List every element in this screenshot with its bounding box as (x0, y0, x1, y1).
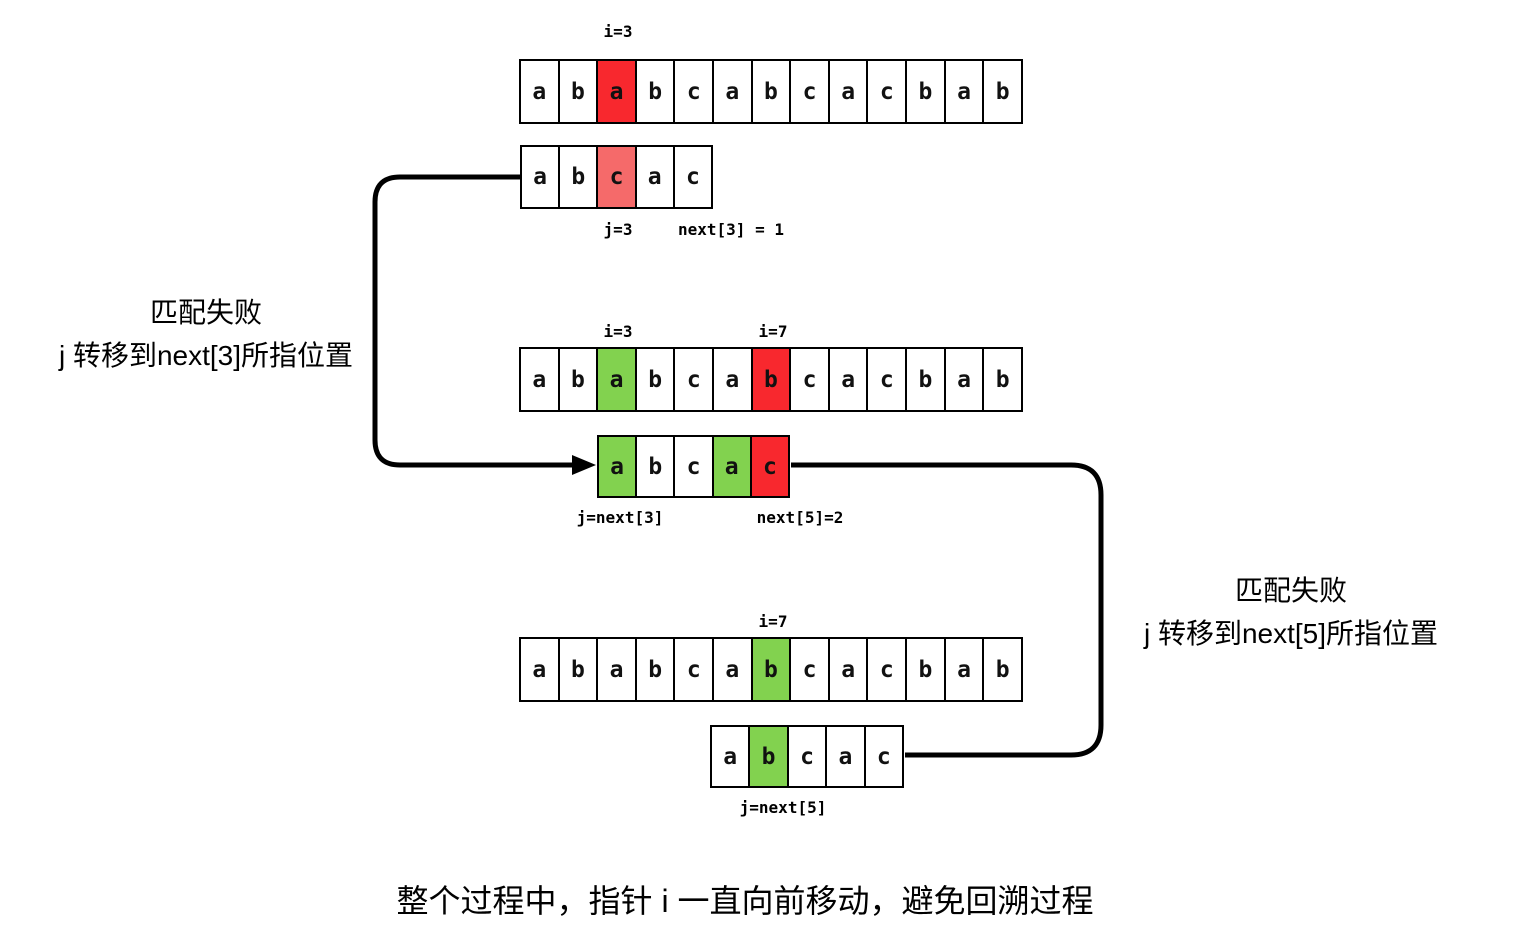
mismatch-note-left-line1: 匹配失败 (149, 297, 262, 328)
array-cell: a (827, 727, 866, 786)
array-cell: c (865, 727, 903, 786)
array-cell: a (829, 61, 869, 122)
array-cell: c (675, 437, 714, 496)
array-cell: b (907, 349, 946, 410)
array-cell: b (984, 639, 1021, 700)
array-cell: a (521, 349, 560, 410)
array-cell: a (521, 61, 560, 122)
array-cell: b (752, 639, 792, 700)
array-cell: b (752, 349, 792, 410)
j-pointer-label-mid: j=next[3] (576, 508, 664, 527)
array-cell: b (559, 639, 599, 700)
array-cell: c (675, 639, 715, 700)
i-pointer-label-mid-old: i=3 (603, 322, 633, 341)
mismatch-note-right: 匹配失败 j 转移到next[5]所指位置 (1144, 569, 1438, 655)
array-cell: b (636, 639, 676, 700)
array-cell: a (598, 61, 637, 122)
array-cell: a (829, 639, 869, 700)
array-cell: c (751, 437, 789, 496)
array-cell: b (907, 639, 946, 700)
array-cell: a (598, 639, 637, 700)
array-cell: a (636, 147, 675, 207)
array-cell: a (522, 147, 561, 207)
array-cell: c (868, 61, 908, 122)
mismatch-note-right-line2: j 转移到next[5]所指位置 (1143, 618, 1439, 649)
mismatch-note-right-line1: 匹配失败 (1234, 575, 1347, 606)
array-cell: c (674, 147, 712, 207)
array-cell: c (791, 61, 830, 122)
array-cell: c (675, 349, 715, 410)
array-cell: b (637, 437, 676, 496)
array-cell: c (598, 147, 637, 207)
array-cell: a (712, 727, 751, 786)
array-cell: a (945, 61, 985, 122)
array-cell: b (559, 349, 599, 410)
array-cell: c (868, 349, 908, 410)
bottom-caption: 整个过程中，指针 i 一直向前移动，避免回溯过程 (396, 883, 1094, 919)
arrowhead-j-to-next3-icon (572, 455, 596, 475)
array-cell: c (675, 61, 715, 122)
array-cell: c (791, 349, 830, 410)
array-cell: a (945, 349, 985, 410)
array-cell: a (714, 639, 753, 700)
j-pointer-label-top: j=3 (603, 220, 633, 239)
array-cell: a (714, 349, 753, 410)
next3-value-label: next[3] = 1 (678, 220, 784, 239)
i-pointer-label-bottom: i=7 (758, 612, 788, 631)
array-cell: a (714, 61, 753, 122)
mismatch-note-left: 匹配失败 j 转移到next[3]所指位置 (59, 291, 353, 377)
array-cell: b (560, 147, 599, 207)
mismatch-note-left-line2: j 转移到next[3]所指位置 (58, 340, 354, 371)
array-cell: b (907, 61, 946, 122)
array-cell: b (984, 349, 1021, 410)
array-cell: a (829, 349, 869, 410)
arrow-j-to-next3 (372, 174, 574, 468)
array-cell: b (636, 349, 676, 410)
array-cell: c (868, 639, 908, 700)
array-cell: b (636, 61, 676, 122)
array-cell: b (750, 727, 789, 786)
array-cell: a (521, 639, 560, 700)
array-cell: a (598, 349, 637, 410)
array-cell: b (752, 61, 792, 122)
array-cell: b (984, 61, 1021, 122)
i-pointer-label-mid-new: i=7 (758, 322, 788, 341)
array-cell: a (713, 437, 752, 496)
array-cell: b (559, 61, 599, 122)
array-cell: a (945, 639, 985, 700)
array-cell: a (599, 437, 638, 496)
next5-value-label: next[5]=2 (756, 508, 844, 527)
i-pointer-label-top: i=3 (603, 22, 633, 41)
array-cell: c (791, 639, 830, 700)
j-pointer-label-bottom: j=next[5] (739, 798, 827, 817)
array-cell: c (788, 727, 828, 786)
